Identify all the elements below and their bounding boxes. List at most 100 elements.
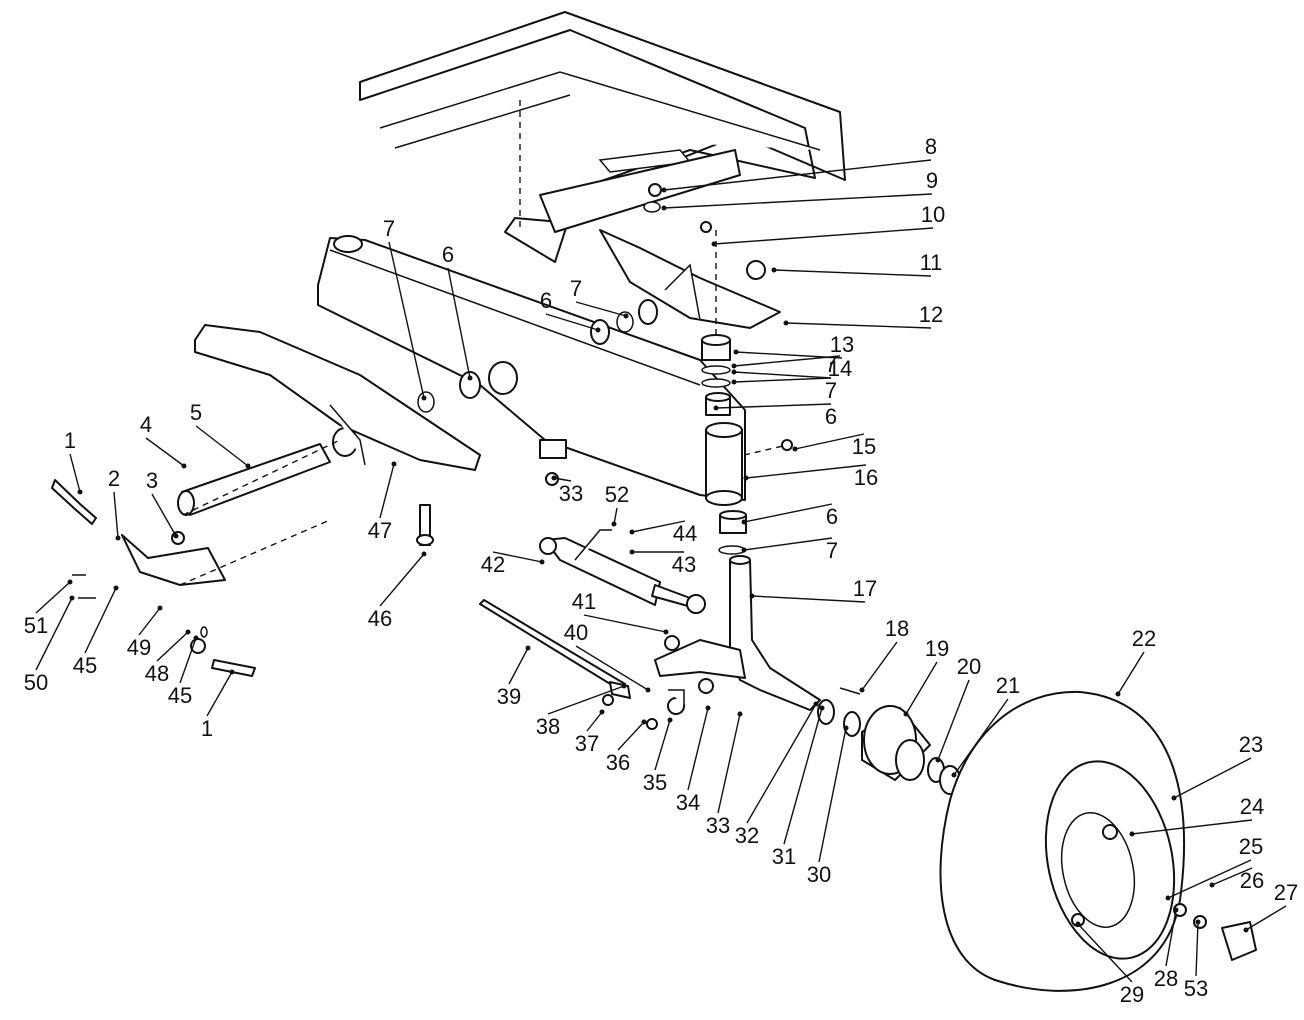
leader-dot-51 [67, 579, 73, 585]
leader-dot-34 [705, 705, 711, 711]
leader-dot-33 [737, 711, 743, 717]
leader-dot-6 [595, 327, 601, 333]
callout-45: 45 [168, 683, 192, 708]
callout-36: 36 [606, 750, 630, 775]
axle-beam [317, 235, 746, 501]
leader-dot-32 [813, 701, 819, 707]
leader-dot-24 [1129, 831, 1135, 837]
leader-line-52 [613, 507, 618, 525]
leader-dot-6 [741, 519, 747, 525]
callout-2: 2 [108, 466, 120, 491]
leader-line-45 [84, 587, 117, 654]
callout-41: 41 [572, 589, 596, 614]
leader-dot-38 [621, 683, 627, 689]
callout-13: 13 [830, 332, 854, 357]
leader-dot-22 [1115, 691, 1121, 697]
leader-line-25 [1167, 859, 1252, 899]
main-frame [359, 11, 846, 263]
leader-line-27 [1245, 905, 1287, 931]
leader-line-5 [195, 425, 249, 467]
callout-18: 18 [885, 616, 909, 641]
leader-dot-3 [173, 533, 179, 539]
leader-dot-11 [771, 267, 777, 273]
leader-line-6 [447, 267, 471, 379]
leader-dot-37 [599, 709, 605, 715]
callout-45: 45 [73, 653, 97, 678]
callout-21: 21 [996, 673, 1020, 698]
callout-1: 1 [64, 428, 76, 453]
leader-line-37 [586, 711, 603, 732]
leader-line-18 [861, 641, 898, 691]
callout-6: 6 [442, 242, 454, 267]
leader-line-40 [575, 645, 649, 691]
leader-line-51 [35, 581, 71, 614]
leader-dot-53 [1195, 919, 1201, 925]
callout-3: 3 [146, 468, 158, 493]
leader-dot-27 [1243, 927, 1249, 933]
leader-line-17 [751, 595, 866, 603]
leader-dot-36 [641, 719, 647, 725]
rear-pivot-bracket [194, 324, 481, 471]
callout-8: 8 [925, 134, 937, 159]
leader-dot-18 [859, 687, 865, 693]
callout-7: 7 [826, 538, 838, 563]
callout-6: 6 [826, 504, 838, 529]
bushing-stack [417, 260, 766, 555]
callout-42: 42 [481, 552, 505, 577]
callout-34: 34 [676, 790, 700, 815]
leader-dot-1 [229, 669, 235, 675]
steering-cylinder [539, 529, 706, 614]
callout-50: 50 [24, 670, 48, 695]
leader-line-10 [713, 227, 934, 245]
front-mount-bracket [599, 229, 781, 329]
leader-line-38 [547, 685, 625, 715]
leader-line-12 [785, 322, 932, 329]
leader-dot-42 [539, 559, 545, 565]
leader-line-39 [508, 647, 529, 685]
callout-29: 29 [1120, 982, 1144, 1007]
leader-line-33 [717, 713, 741, 814]
leader-dot-45 [113, 585, 119, 591]
leader-dot-19 [903, 711, 909, 717]
leader-dot-26 [1209, 882, 1215, 888]
callout-22: 22 [1132, 626, 1156, 651]
leader-line-7 [388, 241, 425, 399]
callout-53: 53 [1184, 976, 1208, 1001]
leader-dot-15 [792, 446, 798, 452]
leader-dot-8 [661, 187, 667, 193]
leader-line-31 [783, 707, 823, 845]
callout-15: 15 [852, 434, 876, 459]
leader-dot-16 [743, 475, 749, 481]
callout-25: 25 [1239, 834, 1263, 859]
leader-dot-7 [421, 395, 427, 401]
leader-line-32 [746, 703, 817, 824]
leader-line-2 [113, 491, 119, 539]
fasteners [51, 183, 1257, 961]
leader-line-8 [663, 159, 932, 191]
leader-line-42 [492, 551, 543, 563]
leader-dot-50 [69, 595, 75, 601]
wheel-tire [939, 690, 1186, 992]
leader-dot-31 [819, 705, 825, 711]
callout-35: 35 [643, 770, 667, 795]
leader-line-14 [733, 355, 841, 367]
leader-dot-12 [783, 320, 789, 326]
leader-line-7 [575, 301, 627, 317]
callout-20: 20 [957, 654, 981, 679]
leader-dot-44 [629, 529, 635, 535]
leader-dot-10 [711, 241, 717, 247]
callout-52: 52 [605, 482, 629, 507]
leader-dot-7 [731, 369, 737, 375]
callout-26: 26 [1240, 868, 1264, 893]
leader-line-20 [937, 679, 970, 761]
callout-33: 33 [559, 481, 583, 506]
callout-17: 17 [853, 576, 877, 601]
leader-line-6 [545, 313, 599, 331]
leader-dot-23 [1171, 795, 1177, 801]
leader-dot-52 [611, 521, 617, 527]
leader-line-35 [654, 719, 671, 771]
callout-28: 28 [1154, 966, 1178, 991]
leader-dot-47 [391, 461, 397, 467]
leader-dot-45 [193, 635, 199, 641]
